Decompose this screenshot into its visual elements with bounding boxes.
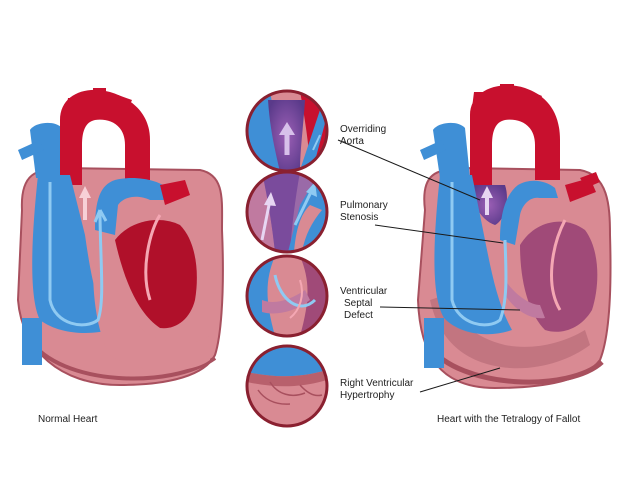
callout-vsd-line2: Septal xyxy=(344,298,373,309)
callout-vsd-line3: Defect xyxy=(344,310,373,321)
tof-aorta xyxy=(470,85,560,190)
tetralogy-heart xyxy=(416,84,612,390)
caption-normal-heart: Normal Heart xyxy=(38,414,98,425)
tof-hypertrophy-wall xyxy=(430,295,590,369)
detail-circle-overriding-aorta xyxy=(245,89,329,173)
detail-circle-right-ventricular-hypertrophy xyxy=(245,344,329,428)
normal-aorta xyxy=(60,89,150,185)
callout-ventricular-septal-defect: Ventricular Septal Defect xyxy=(340,286,387,322)
normal-right-chambers xyxy=(32,175,110,333)
leader-line-right-ventricular-hypertrophy xyxy=(419,367,501,393)
tof-right-chambers xyxy=(434,175,512,335)
callout-overriding-aorta-line2: Aorta xyxy=(340,136,364,147)
leader-line-ventricular-septal-defect xyxy=(379,306,521,311)
detail-circle-ventricular-septal-defect xyxy=(245,254,329,338)
callout-overriding-aorta-line1: Overriding xyxy=(340,124,387,135)
callout-vsd-line1: Ventricular xyxy=(340,286,388,297)
callout-rvh-line1: Right Ventricular xyxy=(340,378,414,389)
detail-circle-pulmonary-stenosis xyxy=(245,170,329,254)
leader-lines xyxy=(337,139,521,393)
callout-right-ventricular-hypertrophy: Right Ventricular Hypertrophy xyxy=(340,378,413,402)
caption-tetralogy-heart: Heart with the Tetralogy of Fallot xyxy=(437,414,581,425)
tof-pulmonary-artery xyxy=(500,180,558,245)
callout-pulmonary-stenosis-line1: Pulmonary xyxy=(340,200,388,211)
callout-pulmonary-stenosis-line2: Stenosis xyxy=(340,212,379,223)
leader-line-overriding-aorta xyxy=(337,139,481,201)
tof-left-ventricle-mixed xyxy=(520,221,598,332)
normal-pulmonary-artery xyxy=(95,178,175,235)
normal-superior-vena-cava xyxy=(30,122,66,178)
normal-heart xyxy=(16,88,224,387)
callout-overriding-aorta: Overriding Aorta xyxy=(340,124,386,148)
callout-pulmonary-stenosis: Pulmonary Stenosis xyxy=(340,200,388,224)
normal-left-ventricle xyxy=(115,220,197,329)
leader-line-pulmonary-stenosis xyxy=(374,224,504,244)
callout-rvh-line2: Hypertrophy xyxy=(340,390,395,401)
